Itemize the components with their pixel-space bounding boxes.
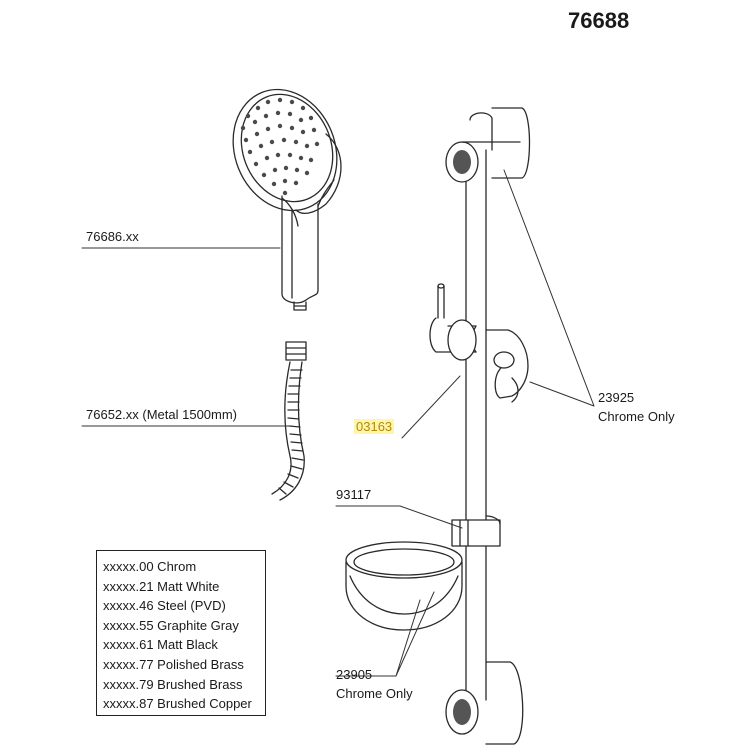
finish-legend-box: xxxxx.00 Chrom xxxxx.21 Matt White xxxxx… [96,550,266,716]
hand-shower-label: 76686.xx [86,229,139,244]
rail-label: 03163 [354,419,395,434]
spray-nozzles [240,97,320,196]
finish-row: xxxxx.79 Brushed Brass [103,676,243,692]
rail-code-highlight: 03163 [354,419,395,434]
finish-row: xxxxx.77 Polished Brass [103,656,244,672]
finish-row: xxxxx.46 Steel (PVD) [103,598,226,614]
soap-dish-note-label: Chrome Only [336,686,413,701]
finish-row: xxxxx.00 Chrom [103,559,197,574]
soap-dish-drawing [345,541,463,631]
finish-row: xxxxx.21 Matt White [103,578,220,594]
finish-row: xxxxx.55 Graphite Gray [103,617,239,633]
hose-label: 76652.xx (Metal 1500mm) [86,407,238,422]
shower-hose-drawing [271,341,307,501]
finish-row: xxxxx.87 Brushed Copper [103,696,252,712]
shower-rail-drawing [429,107,531,745]
holder-note-label: Chrome Only [598,409,675,424]
holder-code-label: 23925 [598,390,635,405]
leader-lines [81,169,595,677]
soap-dish-code-label: 23905 [336,667,373,682]
soap-clip-label: 93117 [336,487,372,502]
model-number-title: 76688 [568,8,630,33]
finish-row: xxxxx.61 Matt Black [103,637,218,653]
